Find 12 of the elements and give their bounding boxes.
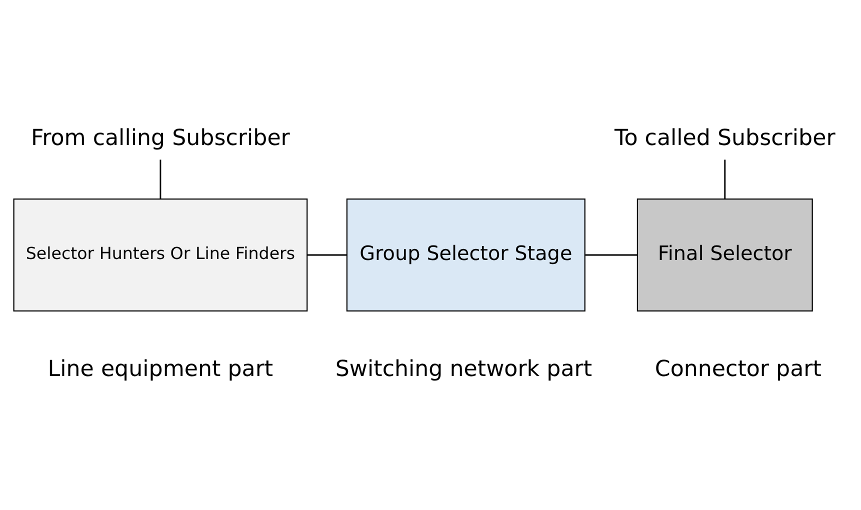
connector (160, 160, 162, 199)
connector (585, 254, 638, 256)
connector (724, 160, 726, 199)
connector (307, 254, 347, 256)
node-text: To called Subscriber (614, 124, 836, 151)
label: Line equipment part (48, 356, 274, 382)
node-box: Selector Hunters Or Line Finders (13, 198, 308, 312)
node-text: From calling Subscriber (31, 124, 290, 151)
node-box: Group Selector Stage (346, 198, 586, 312)
node-box: Final Selector (636, 198, 813, 312)
label: Connector part (654, 356, 822, 382)
label: Switching network part (335, 356, 592, 382)
